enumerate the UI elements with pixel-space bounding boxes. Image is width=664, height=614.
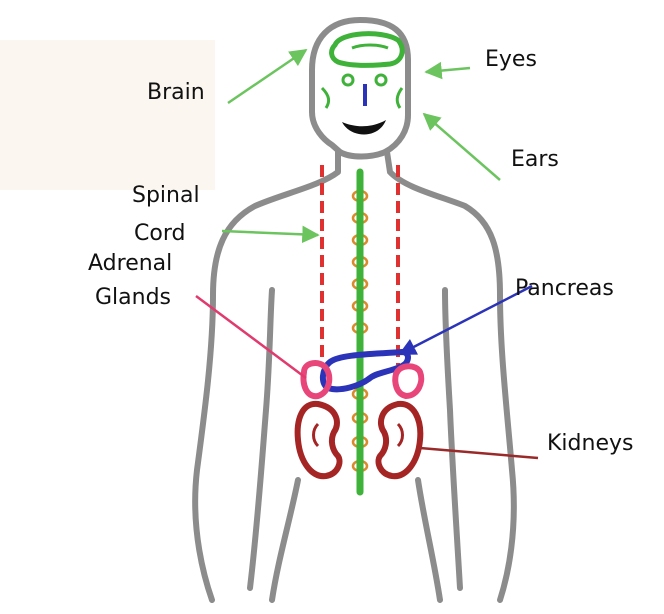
brain-fold	[352, 45, 388, 48]
inner-arm-right	[445, 290, 460, 588]
pancreas-label: Pancreas	[515, 276, 614, 301]
pancreas-arrow	[400, 286, 532, 354]
spinal-cord-arrow	[222, 231, 318, 235]
kidneys-label: Kidneys	[547, 431, 633, 456]
spinal-cord-label-line2: Cord	[134, 221, 185, 246]
waist-left	[272, 480, 298, 600]
ears-label: Ears	[511, 147, 559, 172]
kidney-right	[379, 404, 421, 476]
adrenal-gland-right	[395, 366, 421, 396]
kidney-left	[298, 404, 340, 476]
kidneys-arrow	[420, 448, 538, 458]
eyes-label: Eyes	[485, 47, 537, 72]
left-ear-nerve	[322, 88, 329, 108]
kidney-right-inner	[398, 424, 403, 446]
brain-shape	[332, 34, 403, 66]
left-eye	[343, 75, 353, 85]
waist-right	[418, 480, 440, 600]
adrenal-label-line1: Adrenal	[88, 251, 172, 276]
kidney-left-inner	[314, 424, 319, 446]
mouth	[342, 120, 386, 135]
brain-label: Brain	[147, 80, 205, 105]
ears-arrow	[424, 114, 500, 180]
right-eye	[376, 75, 386, 85]
eyes-arrow	[426, 68, 470, 72]
background-patch	[0, 40, 215, 190]
spinal-cord-label-line1: Spinal	[132, 183, 200, 208]
face	[322, 34, 402, 135]
brain-arrow	[228, 50, 306, 103]
right-ear-nerve	[397, 88, 402, 108]
adrenal-label-line2: Glands	[95, 285, 171, 310]
inner-arm-left	[250, 290, 272, 588]
